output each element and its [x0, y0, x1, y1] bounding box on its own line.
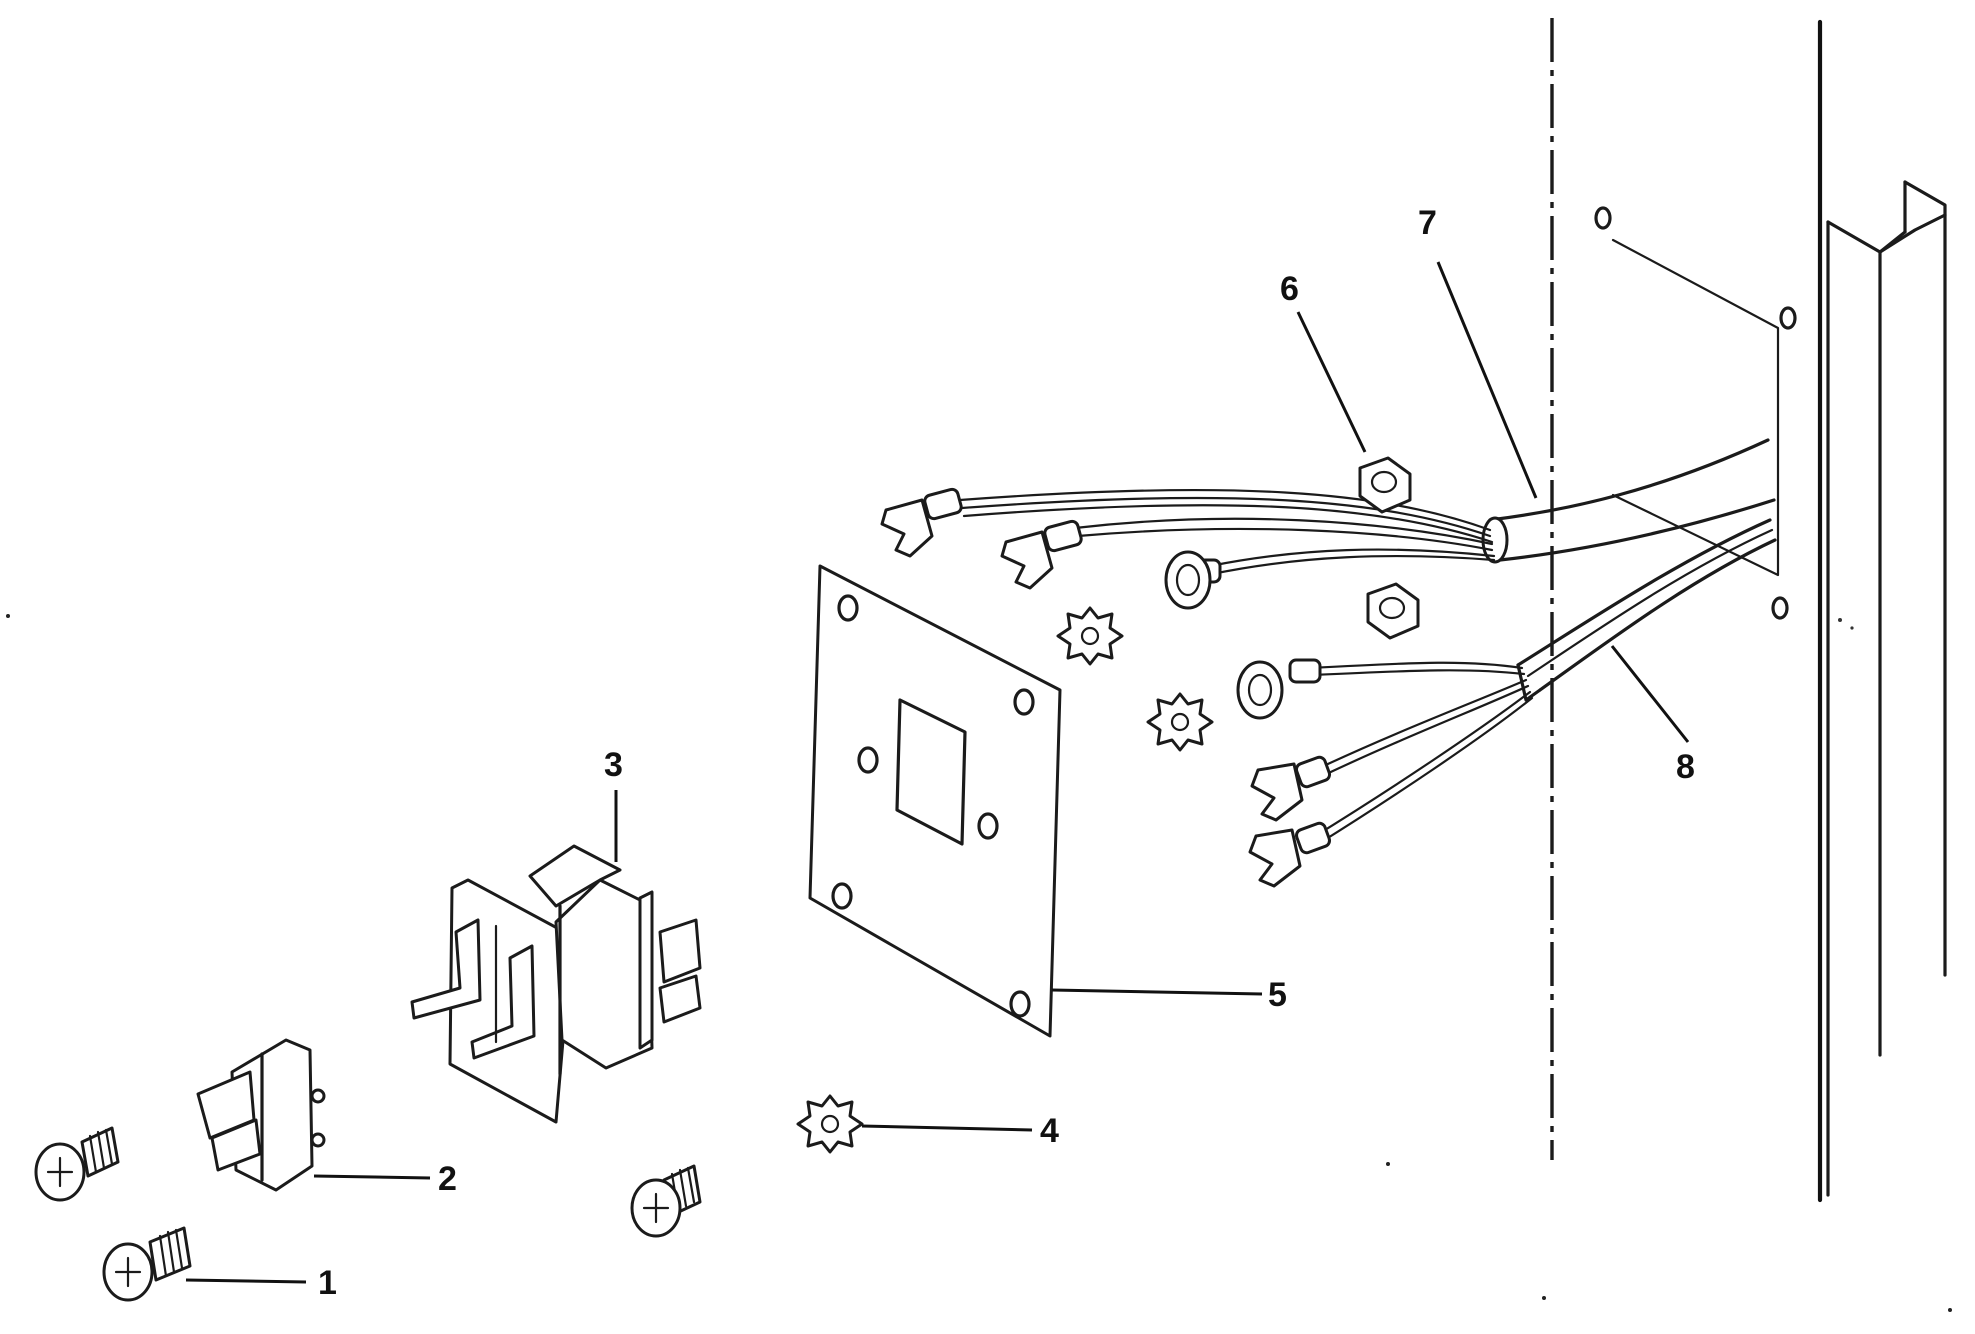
hex-nut: [1296, 311, 1420, 640]
screw-a: [34, 1126, 120, 1202]
rocker-switch-housing: [410, 790, 702, 1124]
callout-1: 1: [318, 1264, 337, 1302]
upper-wire-harness: [880, 261, 1776, 610]
screw-b: [102, 1226, 192, 1302]
callout-2: 2: [438, 1160, 457, 1198]
callout-3: 3: [604, 746, 623, 784]
lower-wire-harness: [1236, 518, 1777, 888]
callout-4: 4: [1040, 1112, 1059, 1150]
callout-8: 8: [1676, 748, 1695, 786]
callout-7: 7: [1418, 204, 1437, 242]
callout-6: 6: [1280, 270, 1299, 308]
cabinet-wall: [1550, 18, 1947, 1203]
screw-c: [630, 1164, 702, 1238]
small-switch: [196, 1038, 431, 1192]
mounting-plate: [808, 564, 1263, 1038]
callout-5: 5: [1268, 976, 1287, 1014]
phillips-screw: [34, 1126, 702, 1302]
star-washer: [796, 606, 1214, 1154]
